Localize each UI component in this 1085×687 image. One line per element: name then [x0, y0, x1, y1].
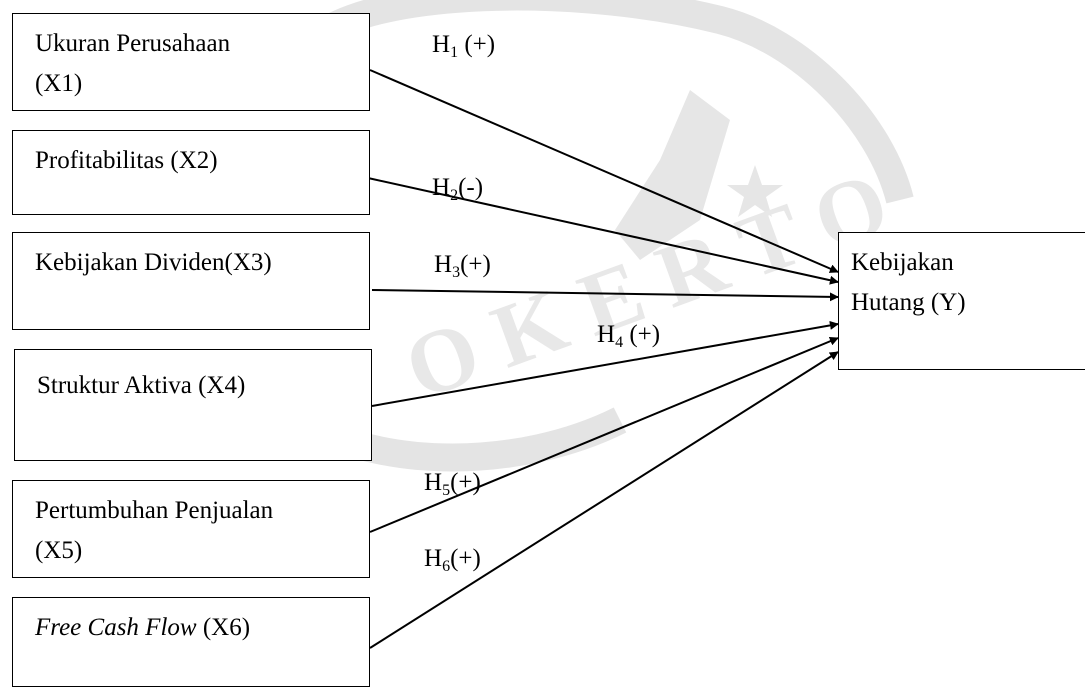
label-h4: H4 (+) — [597, 320, 660, 358]
box-x5-line2: (X5) — [35, 537, 83, 564]
box-y-line1: Kebijakan — [851, 249, 954, 276]
label-h1-sign: (+) — [458, 31, 496, 58]
arrow-x1-to-y — [369, 69, 839, 273]
box-x3-kebijakan-dividen: Kebijakan Dividen(X3) — [12, 232, 370, 330]
label-h1: H1 (+) — [432, 30, 495, 68]
arrow-x4-to-y — [371, 320, 839, 407]
label-h6-sign: (+) — [450, 545, 481, 572]
label-h2: H2(-) — [432, 173, 483, 211]
label-h2-sign: (-) — [458, 174, 484, 201]
label-h6-h: H — [424, 545, 443, 572]
label-h3-sub: 3 — [452, 264, 461, 281]
label-h4-sub: 4 — [615, 334, 624, 351]
label-h2-h: H — [432, 174, 451, 201]
box-x5-line1: Pertumbuhan Penjualan — [35, 497, 274, 524]
box-x6-rest: (X6) — [196, 614, 251, 641]
label-h3: H3(+) — [434, 250, 491, 288]
arrow-x5-to-y — [369, 336, 839, 533]
label-h4-h: H — [597, 321, 616, 348]
box-y-line2: Hutang (Y) — [851, 289, 966, 316]
box-x5-pertumbuhan-penjualan: Pertumbuhan Penjualan (X5) — [12, 480, 370, 578]
box-x2-profitabilitas: Profitabilitas (X2) — [12, 130, 370, 215]
box-x6-line1: Free Cash Flow (X6) — [35, 608, 369, 648]
arrow-x6-to-y — [369, 351, 839, 649]
box-x4-line1: Struktur Aktiva (X4) — [37, 372, 246, 399]
box-x4-struktur-aktiva: Struktur Aktiva (X4) — [14, 349, 372, 461]
label-h1-sub: 1 — [450, 44, 459, 61]
label-h5-h: H — [424, 469, 443, 496]
box-x1-ukuran-perusahaan: Ukuran Perusahaan (X1) — [12, 13, 370, 111]
label-h5: H5(+) — [424, 468, 481, 506]
label-h3-sign: (+) — [460, 251, 491, 278]
label-h5-sub: 5 — [442, 482, 451, 499]
label-h5-sign: (+) — [450, 469, 481, 496]
label-h3-h: H — [434, 251, 453, 278]
box-y-kebijakan-hutang: Kebijakan Hutang (Y) — [838, 232, 1085, 370]
label-h1-h: H — [432, 31, 451, 58]
box-x2-line1: Profitabilitas (X2) — [35, 147, 218, 174]
box-x1-line2: (X1) — [35, 70, 83, 97]
box-x6-italic: Free Cash Flow — [35, 614, 197, 641]
label-h2-sub: 2 — [450, 187, 459, 204]
label-h6: H6(+) — [424, 544, 481, 582]
label-h4-sign: (+) — [623, 321, 661, 348]
box-x1-line1: Ukuran Perusahaan — [35, 30, 231, 57]
arrow-x3-to-y — [371, 289, 839, 302]
label-h6-sub: 6 — [442, 558, 451, 575]
arrow-x2-to-y — [367, 177, 839, 285]
box-x3-line1: Kebijakan Dividen(X3) — [35, 249, 272, 276]
box-x6-free-cash-flow: Free Cash Flow (X6) — [12, 597, 370, 687]
